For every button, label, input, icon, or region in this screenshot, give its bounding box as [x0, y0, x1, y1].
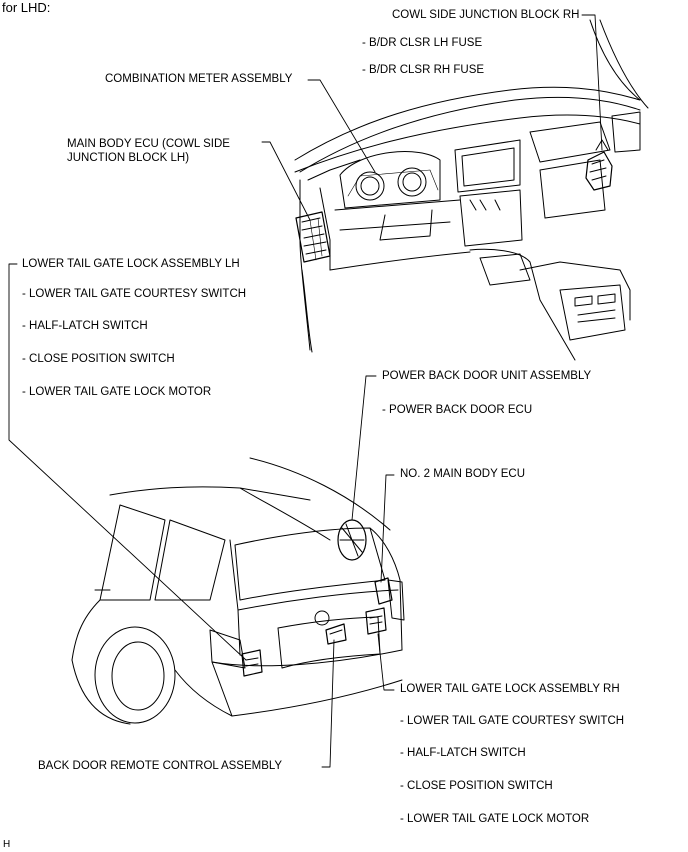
label-main-body-ecu-line2: JUNCTION BLOCK LH)	[67, 152, 190, 164]
label-cowl-side-jb-rh: COWL SIDE JUNCTION BLOCK RH	[392, 9, 580, 21]
label-lh-lock-motor: - LOWER TAIL GATE LOCK MOTOR	[22, 386, 212, 398]
label-no2-main-body-ecu: NO. 2 MAIN BODY ECU	[400, 468, 526, 480]
label-lh-half-latch-switch: - HALF-LATCH SWITCH	[22, 320, 148, 332]
label-back-door-remote-control: BACK DOOR REMOTE CONTROL ASSEMBLY	[38, 760, 283, 772]
label-bdr-clsr-rh-fuse: - B/DR CLSR RH FUSE	[362, 64, 485, 76]
label-power-back-door-unit: POWER BACK DOOR UNIT ASSEMBLY	[382, 370, 592, 382]
label-rh-close-position-switch: - CLOSE POSITION SWITCH	[400, 780, 553, 792]
label-rh-courtesy-switch: - LOWER TAIL GATE COURTESY SWITCH	[400, 715, 625, 727]
label-bdr-clsr-lh-fuse: - B/DR CLSR LH FUSE	[362, 37, 483, 49]
leader-lines	[8, 14, 603, 768]
label-lh-close-position-switch: - CLOSE POSITION SWITCH	[22, 353, 175, 365]
vehicle-rear-drawing	[71, 457, 405, 725]
footer-code: H	[3, 839, 11, 850]
label-main-body-ecu-line1: MAIN BODY ECU (COWL SIDE	[67, 138, 230, 150]
label-lh-courtesy-switch: - LOWER TAIL GATE COURTESY SWITCH	[22, 288, 247, 300]
header-title: for LHD:	[2, 0, 51, 15]
label-rh-half-latch-switch: - HALF-LATCH SWITCH	[400, 747, 526, 759]
dashboard-drawing	[294, 19, 649, 361]
label-combination-meter: COMBINATION METER ASSEMBLY	[105, 73, 293, 85]
label-rh-lock-motor: - LOWER TAIL GATE LOCK MOTOR	[400, 813, 590, 825]
label-lower-tail-gate-lock-rh: LOWER TAIL GATE LOCK ASSEMBLY RH	[400, 683, 620, 695]
label-lower-tail-gate-lock-lh: LOWER TAIL GATE LOCK ASSEMBLY LH	[22, 258, 240, 270]
label-power-back-door-ecu: - POWER BACK DOOR ECU	[382, 404, 533, 416]
